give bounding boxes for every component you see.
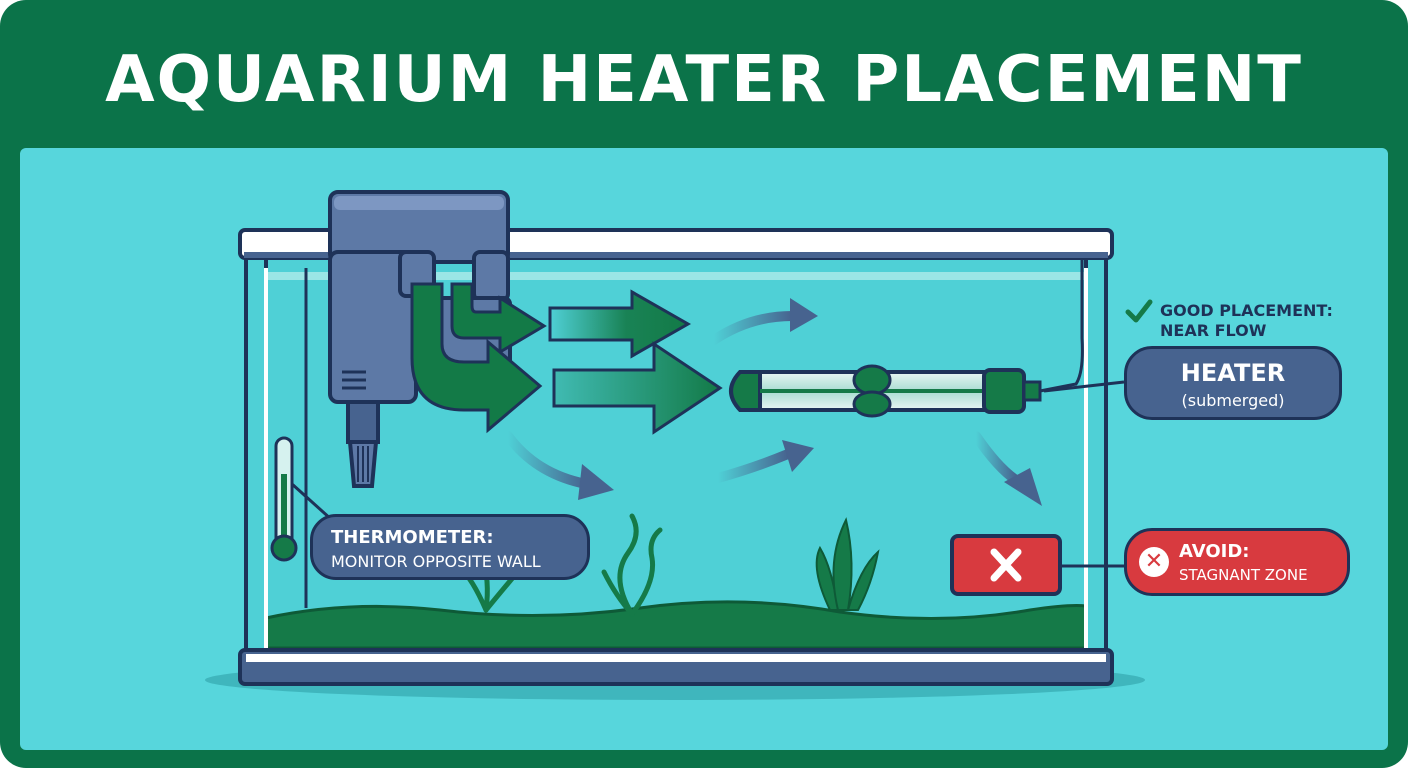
current-arrow-stagnant-head — [1004, 468, 1042, 506]
x-circle-icon: ✕ — [1139, 547, 1169, 577]
flow-arrow-upper — [548, 289, 692, 359]
x-icon — [990, 548, 1022, 582]
avoid-label-title: AVOID: — [1179, 541, 1250, 562]
thermometer-device — [270, 268, 308, 608]
current-arrow-top-head — [790, 298, 818, 332]
good-placement-title: GOOD PLACEMENT: — [1160, 301, 1333, 320]
page-title: AQUARIUM HEATER PLACEMENT — [105, 43, 1303, 117]
thermometer-label-sub: MONITOR OPPOSITE WALL — [331, 552, 541, 571]
aquarium-diagram: GOOD PLACEMENT: NEAR FLOW — [205, 190, 1333, 700]
plant-middle — [601, 513, 663, 617]
current-arrow-lower-left-head — [578, 464, 614, 500]
heater-label: HEATER (submerged) — [1124, 346, 1342, 420]
good-placement-sub: NEAR FLOW — [1160, 321, 1267, 340]
current-arrow-lower-mid — [713, 449, 793, 483]
water-surface — [264, 272, 1088, 280]
thermometer-label-title: THERMOMETER: — [331, 527, 494, 548]
checkmark-icon — [1125, 299, 1153, 323]
avoid-label: ✕ AVOID: STAGNANT ZONE — [1124, 528, 1350, 596]
stagnant-zone-marker — [950, 534, 1062, 596]
scene-panel: GOOD PLACEMENT: NEAR FLOW HEATER (submer… — [20, 148, 1388, 750]
heater-device — [729, 260, 1084, 418]
heater-label-sub: (submerged) — [1181, 391, 1285, 410]
tank-base-highlight — [246, 654, 1106, 662]
filter-outflow-upper — [450, 282, 547, 355]
current-arrow-lower-left — [503, 431, 591, 489]
thermometer-pointer-line — [290, 482, 334, 522]
substrate — [264, 600, 1088, 650]
flow-arrow-main — [552, 341, 723, 435]
filter-outflow-lower — [410, 282, 543, 434]
current-arrow-top — [709, 311, 797, 345]
current-arrow-lower-mid-head — [782, 440, 814, 472]
heater-label-title: HEATER — [1180, 359, 1286, 387]
heater-pointer-line — [1043, 380, 1125, 393]
avoid-label-sub: STAGNANT ZONE — [1179, 566, 1308, 584]
thermometer-label: THERMOMETER: MONITOR OPPOSITE WALL — [310, 514, 590, 580]
plant-right — [815, 517, 880, 611]
tank-top-rim-shadow — [244, 252, 1108, 258]
